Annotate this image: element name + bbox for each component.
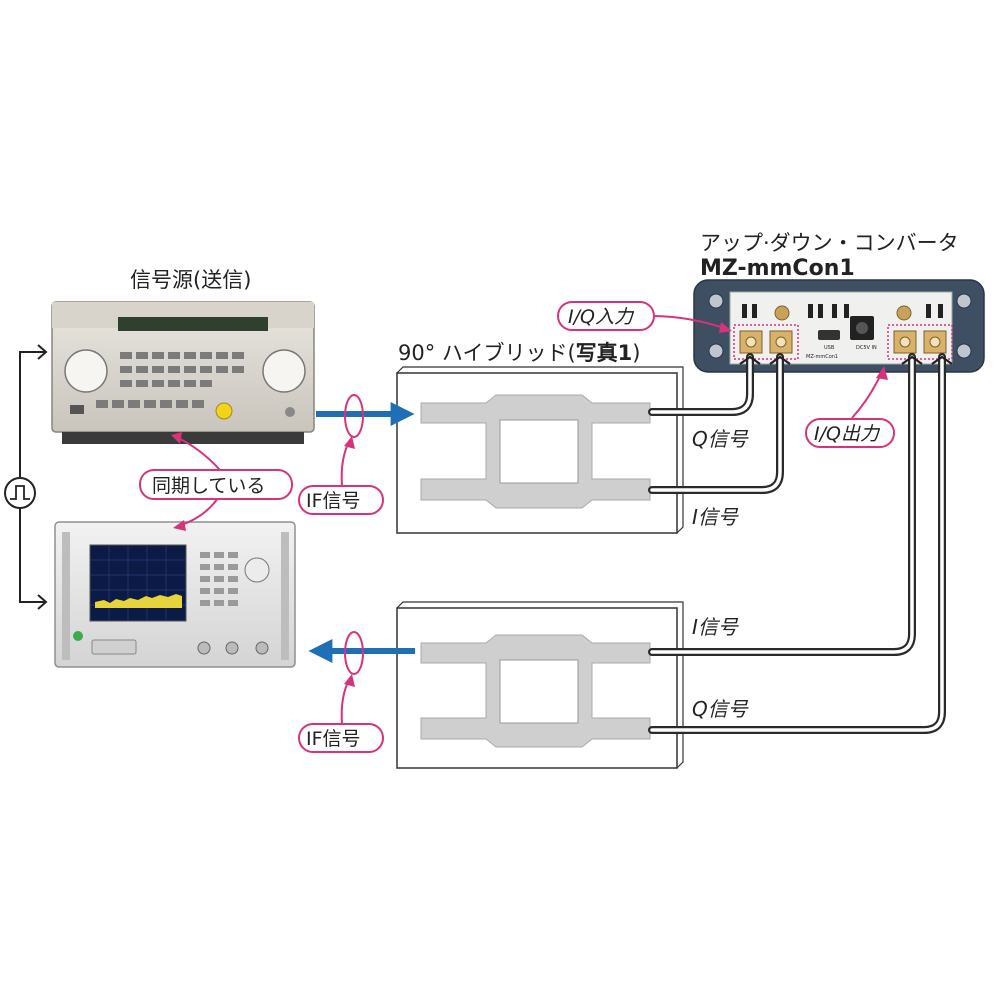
signal-generator [51,301,315,444]
hybrid-title-prefix: 90° ハイブリッド( [398,341,576,365]
q-signal-bottom-label: Q信号 [692,697,749,721]
iq-input-label: I/Q入力 [568,306,635,328]
converter-model: MZ-mmCon1 [700,256,855,281]
if-cable-ring-bottom [344,631,364,675]
i-signal-bottom-label: I信号 [692,615,739,639]
spectrum-analyzer [54,521,296,668]
synchronized-label: 同期している [152,475,265,497]
if-cable-ring-top [344,394,364,438]
hybrid-title-suffix: ) [632,341,640,365]
device-model-small: MZ-mmCon1 [806,354,838,360]
connector-marks [739,355,953,365]
i-signal-top-label: I信号 [692,505,739,529]
q-signal-top-label: Q信号 [692,427,749,451]
hybrid-coupler-bottom [396,601,684,769]
usb-port-label: USB [824,345,835,351]
callout-iq-input [557,301,732,333]
iq-output-label: I/Q出力 [814,423,881,445]
signal-source-label: 信号源(送信) [130,268,251,292]
up-down-converter [693,279,985,373]
callout-synchronized [139,432,293,531]
hybrid-title: 90° ハイブリッド(写真1) [398,341,641,365]
callout-if-signal-bottom [298,674,384,753]
converter-title: アップ·ダウン・コンバータ [700,231,959,255]
coax-cables [648,353,946,734]
pulse-waveform-icon [4,477,36,509]
callout-iq-output [805,366,895,448]
if-signal-top-label: IF信号 [306,490,361,512]
if-signal-bottom-label: IF信号 [306,728,361,750]
callout-if-signal-top [298,436,384,515]
dc-in-label: DC5V IN [856,345,877,351]
hybrid-title-bold: 写真1 [576,341,633,365]
hybrid-coupler-top [396,366,684,534]
